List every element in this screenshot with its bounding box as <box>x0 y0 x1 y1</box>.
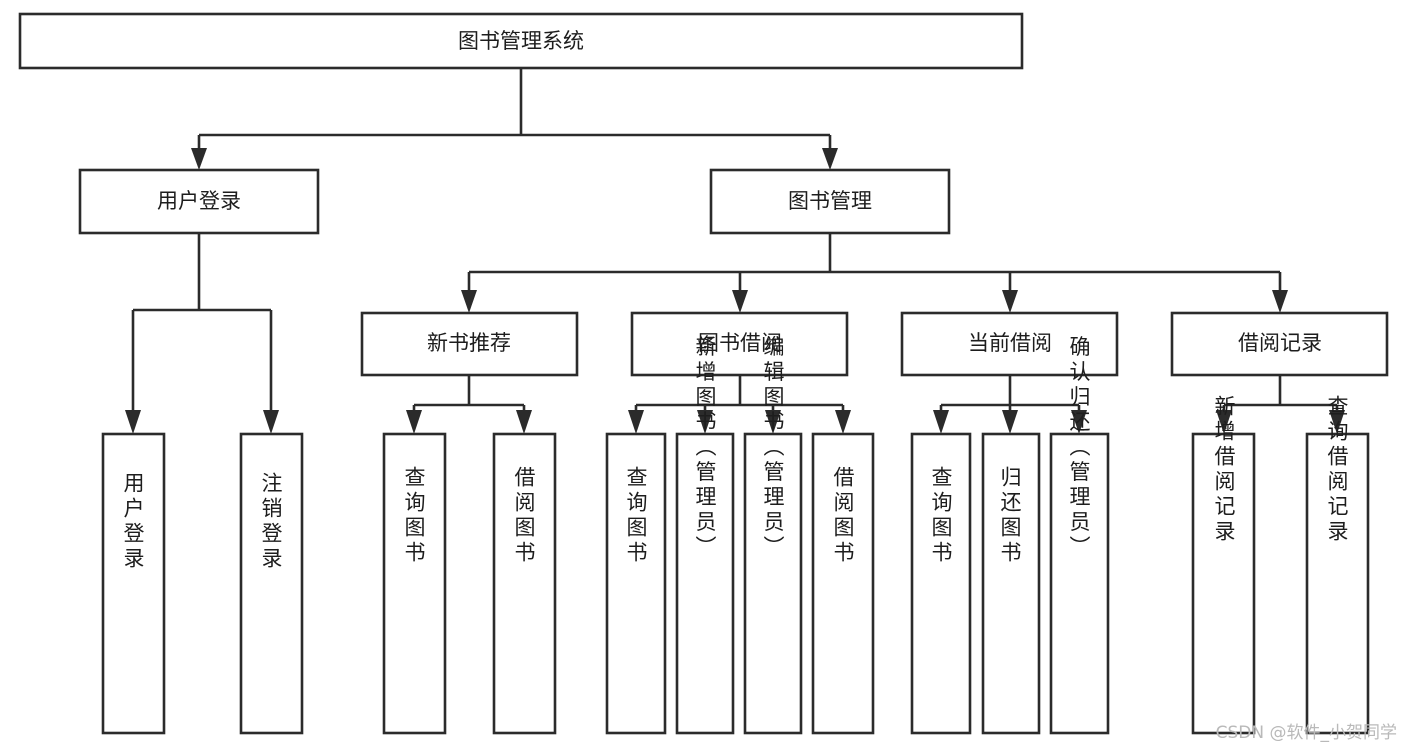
node-book-manage[interactable]: 图书管理 <box>709 168 951 235</box>
arrow-bm-to-borrow-record <box>1272 290 1288 313</box>
user-login-box[interactable] <box>78 168 320 235</box>
arrow-cb-leaf-3 <box>1071 410 1087 434</box>
book-manage-box[interactable] <box>709 168 951 235</box>
current-borrow-label: 当前借阅 <box>968 331 1052 355</box>
leaf-bb-query-book-box[interactable] <box>605 432 667 735</box>
leaf-node[interactable] <box>1049 432 1110 735</box>
leaf-node[interactable] <box>811 432 875 735</box>
leaf-br-query-record-box[interactable] <box>1305 432 1370 735</box>
leaf-br-query-record-label: 查询借阅记录 <box>1325 395 1349 545</box>
leaf-nb-borrow-book-box[interactable] <box>492 432 557 735</box>
arrow-cb-leaf-1 <box>933 410 949 434</box>
arrow-br-leaf-2 <box>1329 410 1345 434</box>
node-current-borrow[interactable]: 当前借阅 <box>900 311 1119 377</box>
leaf-user-login-box[interactable] <box>101 432 166 735</box>
leaf-cb-query-book-box[interactable] <box>910 432 972 735</box>
new-book-recommend-label: 新书推荐 <box>427 331 511 355</box>
borrow-record-label: 借阅记录 <box>1238 331 1322 355</box>
new-book-recommend-box[interactable] <box>360 311 579 377</box>
leaf-nb-borrow-book-label: 借阅图书 <box>512 466 536 566</box>
leaf-bb-edit-book-label: 编辑图书（管理员） <box>761 336 785 561</box>
node-borrow-record[interactable]: 借阅记录 <box>1170 311 1389 377</box>
arrow-cb-leaf-2 <box>1002 410 1018 434</box>
node-new-book-recommend[interactable]: 新书推荐 <box>360 311 579 377</box>
leaf-bb-add-book-box[interactable] <box>675 432 735 735</box>
arrow-nb-leaf-1 <box>406 410 422 434</box>
leaf-node[interactable] <box>910 432 972 735</box>
node-book-borrow[interactable]: 图书借阅 <box>630 311 849 377</box>
leaf-cb-return-book-label: 归还图书 <box>998 466 1022 566</box>
leaf-node[interactable] <box>382 432 447 735</box>
leaf-node[interactable] <box>1305 432 1370 735</box>
borrow-record-box[interactable] <box>1170 311 1389 377</box>
root-box[interactable] <box>18 12 1024 70</box>
book-manage-label: 图书管理 <box>788 189 872 213</box>
user-login-label: 用户登录 <box>157 189 241 213</box>
arrow-root-to-user-login <box>191 148 207 170</box>
arrow-bb-leaf-4 <box>835 410 851 434</box>
leaf-bb-add-book-label: 新增图书（管理员） <box>693 336 717 561</box>
leaf-bb-borrow-book-box[interactable] <box>811 432 875 735</box>
leaf-cb-query-book-label: 查询图书 <box>929 466 953 566</box>
leaf-bb-borrow-book-label: 借阅图书 <box>831 466 855 566</box>
leaf-node[interactable] <box>675 432 735 735</box>
leaf-logout-label: 注销登录 <box>259 472 283 572</box>
leaf-bb-query-book-label: 查询图书 <box>624 466 648 566</box>
leaf-logout-box[interactable] <box>239 432 304 735</box>
root-label: 图书管理系统 <box>458 29 584 53</box>
arrow-bm-to-new-book <box>461 290 477 313</box>
arrow-bb-leaf-2 <box>697 410 713 434</box>
book-borrow-box[interactable] <box>630 311 849 377</box>
leaf-node[interactable] <box>101 432 166 735</box>
leaf-user-login-label: 用户登录 <box>121 472 145 572</box>
leaf-br-add-record-label: 新增借阅记录 <box>1212 395 1236 545</box>
leaf-node[interactable] <box>743 432 803 735</box>
leaf-node[interactable] <box>981 432 1041 735</box>
leaf-br-add-record-box[interactable] <box>1191 432 1256 735</box>
arrow-bb-leaf-1 <box>628 410 644 434</box>
arrow-br-leaf-1 <box>1216 410 1232 434</box>
connector-layer <box>125 68 1345 434</box>
leaf-nb-query-book-label: 查询图书 <box>402 466 426 566</box>
book-borrow-label: 图书借阅 <box>698 331 782 355</box>
node-user-login[interactable]: 用户登录 <box>78 168 320 235</box>
leaf-nb-query-book-box[interactable] <box>382 432 447 735</box>
leaf-node[interactable] <box>492 432 557 735</box>
arrow-user-login-leaf-2 <box>263 410 279 434</box>
arrow-user-login-leaf-1 <box>125 410 141 434</box>
leaf-cb-confirm-return-box[interactable] <box>1049 432 1110 735</box>
leaf-node[interactable] <box>1191 432 1256 735</box>
leaf-bb-edit-book-box[interactable] <box>743 432 803 735</box>
arrow-nb-leaf-2 <box>516 410 532 434</box>
leaf-cb-confirm-return-label: 确认归还（管理员） <box>1067 336 1091 561</box>
leaf-node[interactable] <box>239 432 304 735</box>
current-borrow-box[interactable] <box>900 311 1119 377</box>
leaf-cb-return-book-box[interactable] <box>981 432 1041 735</box>
arrow-bm-to-book-borrow <box>732 290 748 313</box>
leaf-node[interactable] <box>605 432 667 735</box>
arrow-root-to-book-manage <box>822 148 838 170</box>
arrow-bb-leaf-3 <box>765 410 781 434</box>
node-root-system[interactable]: 图书管理系统 <box>18 12 1024 70</box>
arrow-bm-to-current-borrow <box>1002 290 1018 313</box>
